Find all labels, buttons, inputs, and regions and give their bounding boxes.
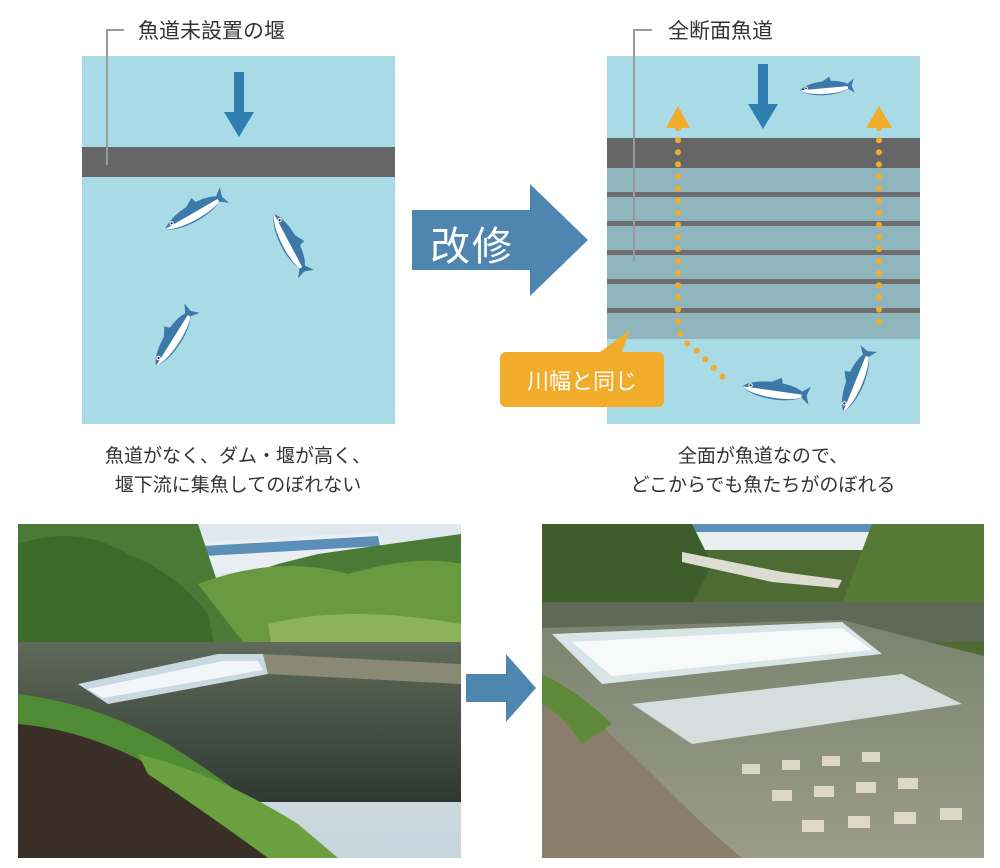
leader-line: [106, 29, 124, 165]
before-diagram-svg: [82, 29, 395, 424]
after-diagram: 全断面魚道 川幅と同じ: [500, 0, 940, 430]
fish-route-left: [675, 125, 729, 383]
flow-arrow-icon: [224, 72, 254, 137]
after-photo: [542, 524, 984, 858]
weir-bar: [607, 138, 920, 168]
before-caption: 魚道がなく、ダム・堰が高く、 堰下流に集魚してのぼれない: [28, 442, 448, 500]
before-caption-line1: 魚道がなく、ダム・堰が高く、: [104, 445, 371, 467]
after-title: 全断面魚道: [668, 19, 773, 43]
callout-box: [500, 330, 664, 407]
before-caption-line2: 堰下流に集魚してのぼれない: [114, 474, 362, 496]
before-photo-illustration: [18, 524, 461, 858]
leader-line: [633, 29, 652, 262]
after-caption-line1: 全面が魚道なので、: [677, 445, 849, 467]
after-diagram-svg: [500, 29, 920, 424]
right-arrow-icon: [412, 184, 588, 296]
before-diagram: 魚道未設置の堰: [0, 0, 420, 430]
after-caption-line2: どこからでも魚たちがのぼれる: [630, 474, 896, 496]
center-arrow-label: 改修: [430, 224, 514, 270]
up-arrow-icon: [666, 106, 690, 128]
up-arrow-icon: [866, 106, 892, 128]
after-caption: 全面が魚道なので、 どこからでも魚たちがのぼれる: [553, 442, 973, 500]
fishway-steps: [607, 192, 920, 313]
flow-arrow-icon: [748, 64, 778, 129]
callout-label: 川幅と同じ: [526, 370, 637, 395]
center-arrow: 改修: [408, 180, 593, 300]
right-arrow-icon: [466, 654, 536, 722]
before-title: 魚道未設置の堰: [138, 19, 285, 43]
photo-arrow: [462, 648, 540, 728]
weir-bar: [82, 147, 395, 177]
before-photo: [18, 524, 461, 858]
after-photo-illustration: [542, 524, 984, 858]
